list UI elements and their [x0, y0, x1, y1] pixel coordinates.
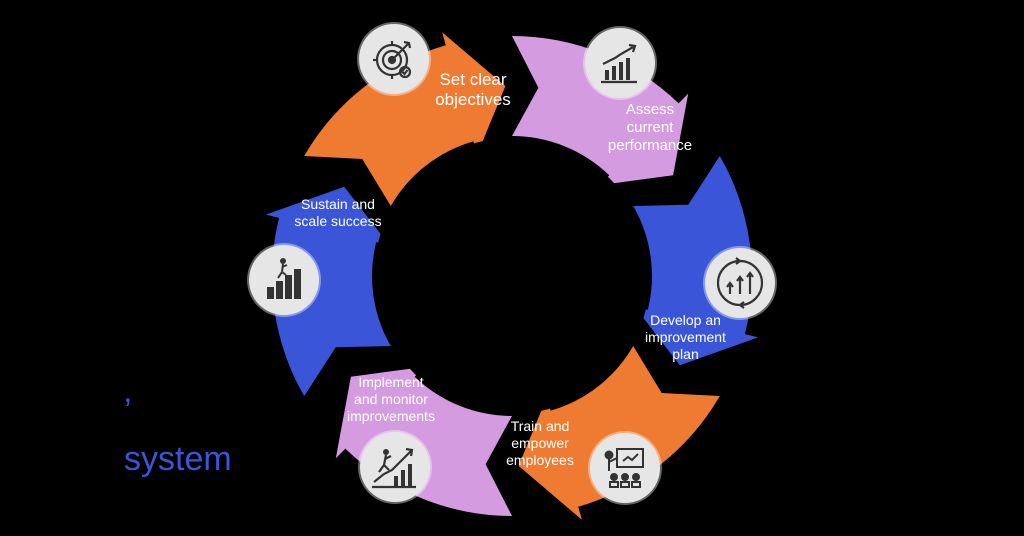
segment-train-employees — [518, 346, 720, 520]
step-label-assess-performance: Assess current performance — [607, 101, 693, 154]
climbing-graph-icon — [360, 432, 430, 502]
segment-assess-performance — [512, 36, 689, 186]
target-icon — [359, 24, 429, 94]
step-label-sustain-scale: Sustain and scale success — [294, 196, 382, 229]
rising-chart-icon — [585, 28, 655, 98]
cycle-arrows-icon — [705, 248, 775, 318]
step-label-set-objectives: Set clear objectives — [435, 70, 511, 110]
step-label-develop-plan: Develop an improvement plan — [645, 312, 726, 362]
segment-implement-monitor — [335, 366, 512, 516]
step-label-implement-monitor: Implement and monitor improvements — [347, 374, 435, 424]
segment-sustain-scale — [265, 186, 391, 396]
step-label-train-employees: Train and empower employees — [506, 418, 574, 468]
side-text-system: system — [124, 440, 232, 478]
presentation-icon — [590, 433, 660, 503]
segment-set-objectives — [304, 32, 506, 207]
side-text-mark: ’ — [124, 392, 132, 430]
ring-center — [374, 138, 650, 414]
stairs-climb-icon — [249, 245, 319, 315]
